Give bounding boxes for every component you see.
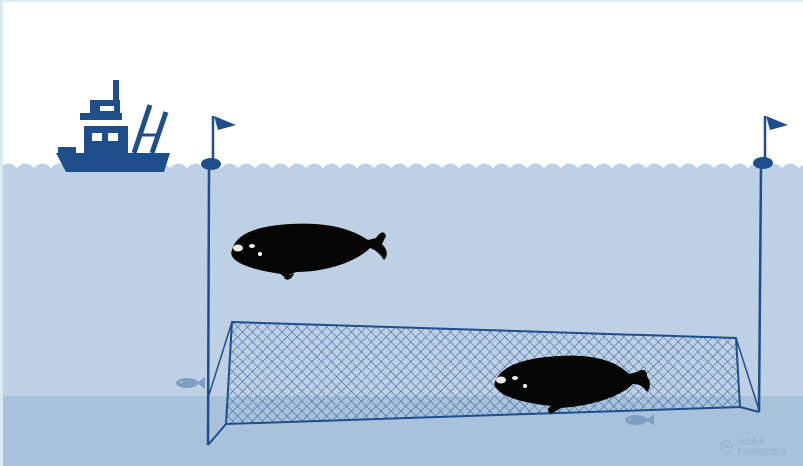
frame-border-top (0, 0, 803, 2)
buoy-flag-icon (201, 116, 236, 170)
noaa-logo-icon (720, 440, 734, 454)
right-buoy-line (757, 166, 763, 413)
noaa-fisheries-logo: NOAA FISHERIES (720, 437, 803, 457)
fishing-boat-icon (56, 80, 170, 172)
logo-text: NOAA FISHERIES (737, 437, 787, 457)
right-whale-icon (494, 355, 650, 414)
gillnet (207, 320, 760, 446)
left-buoy-line (206, 167, 211, 446)
buoy-flag-icon (753, 116, 788, 169)
frame-border-left (0, 0, 3, 466)
fish-icon (176, 377, 205, 389)
sky (0, 0, 803, 170)
fish-icon (625, 414, 654, 426)
right-whale-icon (231, 223, 387, 280)
